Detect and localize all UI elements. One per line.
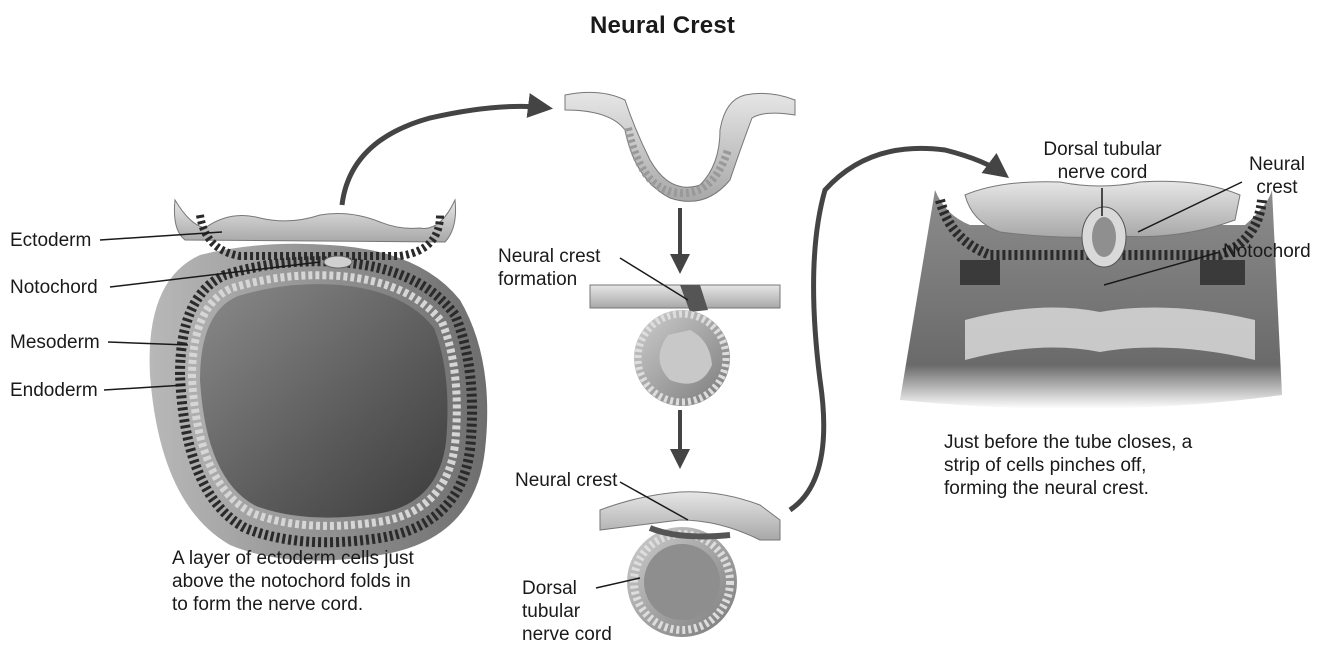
caption-left-line1: A layer of ectoderm cells just: [172, 547, 472, 570]
stage-3-neural-crest: [600, 492, 780, 637]
label-neural-crest-formation-line1: Neural crest: [498, 245, 600, 268]
label-mesoderm: Mesoderm: [10, 331, 100, 354]
stage-1-folding: [565, 92, 795, 201]
label-neural-crest-right: Neural crest: [1242, 153, 1312, 199]
label-dorsal-right: Dorsal tubular nerve cord: [1030, 138, 1175, 184]
caption-left-line3: to form the nerve cord.: [172, 593, 472, 616]
label-neural-crest-middle: Neural crest: [515, 469, 617, 492]
label-dorsal-middle-line2: tubular: [522, 600, 612, 623]
caption-right-line3: forming the neural crest.: [944, 477, 1264, 500]
label-ectoderm: Ectoderm: [10, 229, 91, 252]
label-endoderm: Endoderm: [10, 379, 98, 402]
label-dorsal-middle-line3: nerve cord: [522, 623, 612, 646]
label-dorsal-right-line2: nerve cord: [1030, 161, 1175, 184]
caption-right-line1: Just before the tube closes, a: [944, 431, 1264, 454]
caption-right-line2: strip of cells pinches off,: [944, 454, 1264, 477]
left-embryo: [150, 200, 488, 561]
label-notochord-left: Notochord: [10, 276, 98, 299]
label-neural-crest-right-line2: crest: [1242, 176, 1312, 199]
caption-left-line2: above the notochord folds in: [172, 570, 472, 593]
label-dorsal-middle-line1: Dorsal: [522, 577, 612, 600]
label-dorsal-right-line1: Dorsal tubular: [1030, 138, 1175, 161]
label-notochord-right: Notochord: [1223, 240, 1311, 263]
stage-2-formation: [590, 285, 780, 406]
caption-right: Just before the tube closes, a strip of …: [944, 431, 1264, 500]
right-embryo: [900, 181, 1282, 409]
label-neural-crest-formation-line2: formation: [498, 268, 600, 291]
caption-left: A layer of ectoderm cells just above the…: [172, 547, 472, 616]
label-dorsal-middle: Dorsal tubular nerve cord: [522, 577, 612, 646]
label-neural-crest-right-line1: Neural: [1242, 153, 1312, 176]
label-neural-crest-formation: Neural crest formation: [498, 245, 600, 291]
